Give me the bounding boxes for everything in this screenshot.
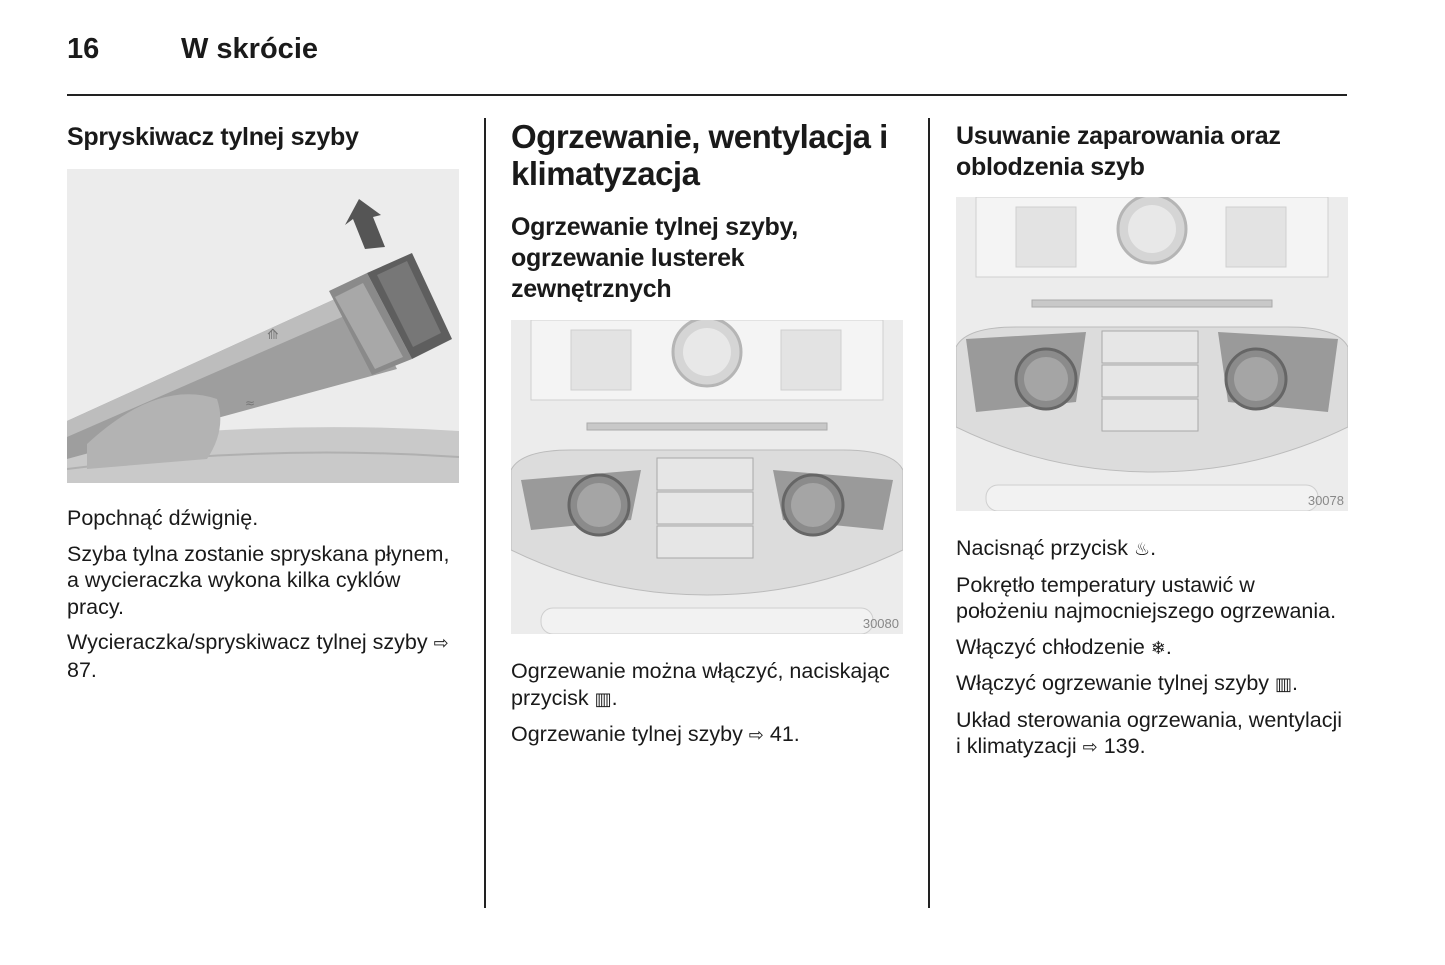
column-divider: [484, 118, 486, 908]
paragraph: Pokrętło temperatury ustawić w położeniu…: [956, 572, 1337, 624]
reference-text: Układ sterowania ogrzewania, wentylacji …: [956, 707, 1342, 759]
paragraph-text: Ogrzewanie można włączyć, naciskając prz…: [511, 659, 890, 710]
cross-reference: Układ sterowania ogrzewania, wentylacji …: [956, 707, 1348, 761]
paragraph-text: Włączyć ogrzewanie tylnej szyby: [956, 671, 1276, 695]
column-divider: [928, 118, 930, 908]
arrow-right-icon: ⇨: [1082, 737, 1098, 757]
rear-defrost-icon: ▥: [1275, 674, 1293, 694]
rear-window-heating-heading: Ogrzewanie tylnej szyby, ogrzewanie lust…: [511, 213, 798, 303]
reference-text: Wycieraczka/spryskiwacz tylnej szyby: [67, 630, 428, 654]
arrow-right-icon: ⇨: [433, 633, 449, 653]
reference-text: Ogrzewanie tylnej szyby: [511, 722, 749, 746]
svg-text:≈: ≈: [245, 396, 255, 410]
wiper-stalk-illustration: ⟰ ≈: [67, 169, 459, 483]
column-climate: Ogrzewanie, wentylacja i klimatyzacja Og…: [511, 118, 903, 758]
paragraph-text: Nacisnąć przycisk: [956, 536, 1135, 560]
cross-reference: Wycieraczka/spryskiwacz tylnej szyby ⇨ 8…: [67, 629, 459, 683]
climate-panel-illustration: 30080: [511, 320, 903, 634]
paragraph: Nacisnąć przycisk ♨.: [956, 535, 1348, 563]
paragraph: Włączyć ogrzewanie tylnej szyby ▥.: [956, 670, 1348, 698]
climate-heading: Ogrzewanie, wentylacja i klimatyzacja: [511, 118, 888, 192]
windscreen-defrost-icon: ♨: [1134, 539, 1151, 559]
punctuation: .: [1150, 536, 1157, 560]
reference-page: 41.: [763, 722, 800, 746]
paragraph: Ogrzewanie można włączyć, naciskając prz…: [511, 658, 903, 712]
page-header: 16 W skrócie: [67, 33, 1347, 73]
svg-text:⟰: ⟰: [267, 327, 279, 343]
column-rear-washer: Spryskiwacz tylnej szyby ⟰ ≈ Popchnąć dź…: [67, 118, 459, 692]
reference-page: 139.: [1097, 734, 1146, 758]
header-rule: [67, 94, 1347, 96]
punctuation: .: [1292, 671, 1299, 695]
figure-number: 30078: [1307, 493, 1344, 508]
section-title: W skrócie: [181, 33, 318, 65]
paragraph: Popchnąć dźwignię.: [67, 506, 259, 530]
rear-washer-heading: Spryskiwacz tylnej szyby: [67, 123, 359, 151]
reference-page: 87.: [67, 657, 97, 682]
figure-number: 30080: [862, 616, 899, 631]
punctuation: .: [1165, 634, 1172, 659]
snowflake-icon: ❄: [1150, 637, 1166, 658]
paragraph-text: Włączyć chłodzenie: [956, 634, 1151, 659]
punctuation: .: [611, 685, 618, 710]
column-defog: Usuwanie zaparowania oraz oblodzenia szy…: [956, 118, 1348, 770]
defog-heading: Usuwanie zaparowania oraz oblodzenia szy…: [956, 122, 1281, 181]
paragraph: Włączyć chłodzenie ❄.: [956, 634, 1348, 662]
page-number: 16: [67, 33, 100, 65]
arrow-right-icon: ⇨: [748, 725, 764, 745]
rear-defrost-icon: ▥: [594, 688, 612, 709]
cross-reference: Ogrzewanie tylnej szyby ⇨ 41.: [511, 721, 903, 749]
paragraph: Szyba tylna zostanie spryskana płynem, a…: [67, 541, 450, 619]
defog-panel-illustration: 30078: [956, 197, 1348, 511]
